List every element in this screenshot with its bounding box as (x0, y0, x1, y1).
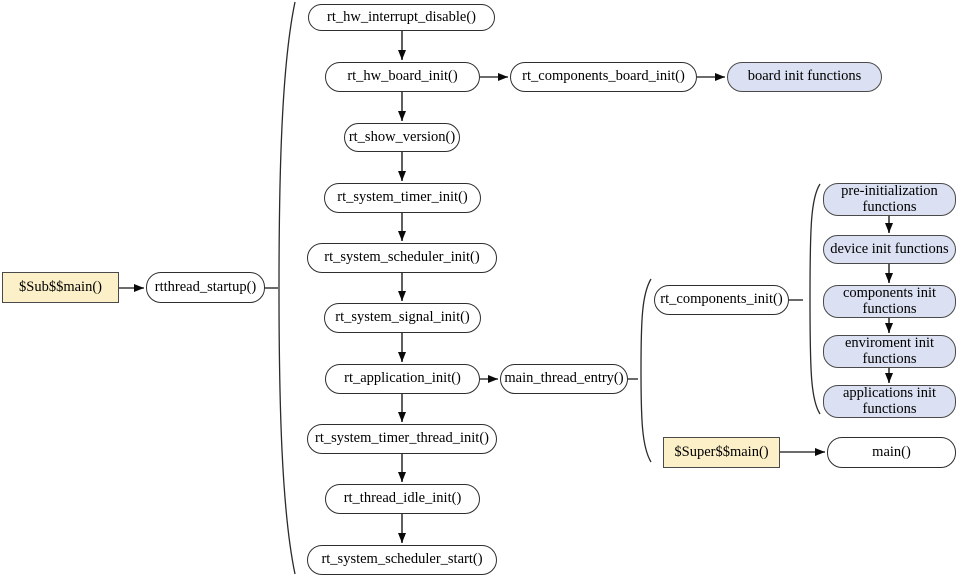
node-super-main: $Super$$main() (663, 437, 780, 468)
node-rt-application-init: rt_application_init() (325, 364, 480, 394)
grouping-brace (809, 183, 821, 415)
node-device-init-functions: device init functions (823, 235, 956, 264)
node-components-init-functions: components init functions (823, 285, 956, 318)
node-main-thread-entry: main_thread_entry() (500, 364, 628, 394)
node-rt-system-scheduler-start: rt_system_scheduler_start() (307, 545, 497, 575)
node-rtthread-startup: rtthread_startup() (146, 272, 265, 303)
node-rt-hw-interrupt-disable: rt_hw_interrupt_disable() (308, 4, 495, 31)
node-rt-system-signal-init: rt_system_signal_init() (324, 303, 481, 333)
node-rt-system-scheduler-init: rt_system_scheduler_init() (307, 243, 497, 273)
node-rt-components-init: rt_components_init() (654, 285, 789, 315)
node-main: main() (827, 437, 956, 468)
node-pre-initialization-functions: pre-initialization functions (823, 183, 956, 216)
grouping-brace (640, 278, 652, 463)
node-applications-init-functions: applications init functions (823, 385, 956, 418)
node-board-init-functions: board init functions (727, 62, 882, 92)
node-rt-system-timer-thread-init: rt_system_timer_thread_init() (307, 424, 497, 454)
node-sub-main: $Sub$$main() (2, 272, 119, 303)
node-rt-system-timer-init: rt_system_timer_init() (324, 183, 481, 213)
node-rt-components-board-init: rt_components_board_init() (510, 62, 697, 92)
node-enviroment-init-functions: enviroment init functions (823, 335, 956, 368)
node-rt-thread-idle-init: rt_thread_idle_init() (325, 484, 480, 514)
grouping-brace (278, 1, 296, 575)
node-rt-hw-board-init: rt_hw_board_init() (325, 62, 480, 92)
node-rt-show-version: rt_show_version() (344, 123, 460, 152)
